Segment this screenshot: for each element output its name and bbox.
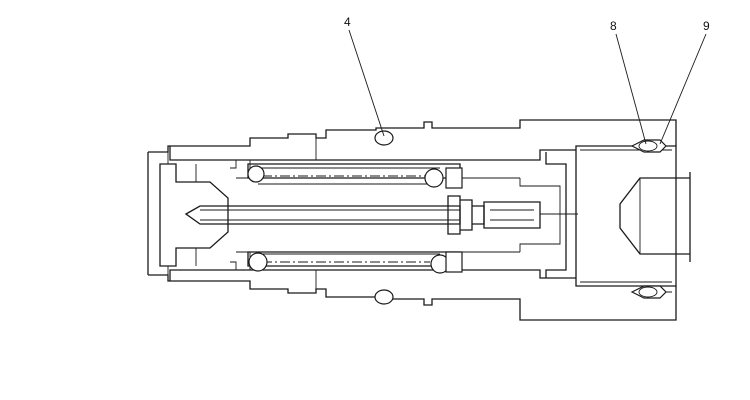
retainer-upper — [445, 167, 463, 189]
bore-walls — [169, 138, 576, 289]
callout-9: 9 — [703, 19, 710, 33]
seal-ring-upper-right — [424, 168, 444, 188]
o-rings-item-4 — [374, 130, 394, 305]
ball-seals — [247, 165, 463, 274]
spool-stem — [184, 195, 578, 235]
seal-ring-upper-left — [247, 165, 265, 183]
right-chamber — [545, 139, 691, 299]
seal-ring-lower-left — [248, 252, 268, 272]
guide-rods — [258, 167, 440, 271]
callout-4: 4 — [344, 15, 351, 29]
leader-lines — [348, 29, 707, 145]
callout-8: 8 — [610, 19, 617, 33]
seat-seal-lower — [630, 285, 667, 299]
retainer-lower — [445, 251, 463, 273]
housing-outline — [147, 119, 677, 321]
